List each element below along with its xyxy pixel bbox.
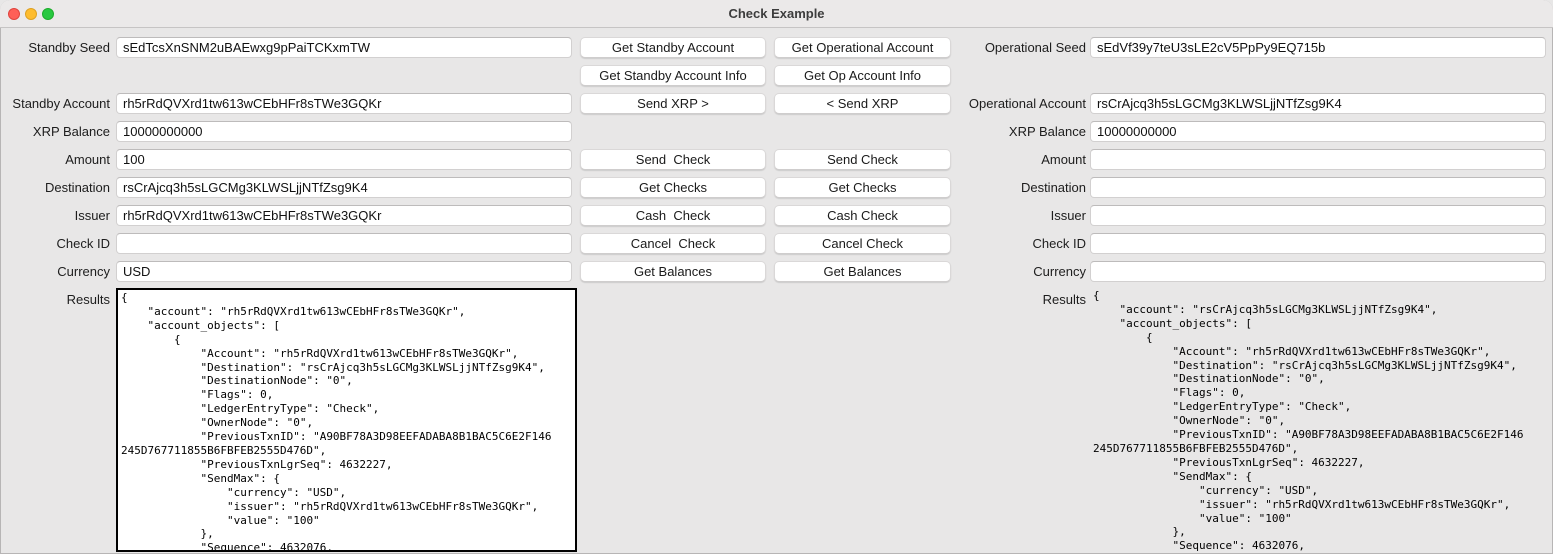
close-button[interactable] xyxy=(8,8,20,20)
standby-xrp-balance-input[interactable] xyxy=(116,121,572,142)
get-operational-account-button[interactable]: Get Operational Account xyxy=(774,37,951,58)
traffic-lights xyxy=(8,8,54,20)
standby-currency-input[interactable] xyxy=(116,261,572,282)
titlebar: Check Example xyxy=(0,0,1553,28)
get-standby-account-info-button[interactable]: Get Standby Account Info xyxy=(580,65,766,86)
operational-get-balances-button[interactable]: Get Balances xyxy=(774,261,951,282)
standby-results-area[interactable]: { "account": "rh5rRdQVXrd1tw613wCEbHFr8s… xyxy=(116,288,577,552)
window-title: Check Example xyxy=(728,6,825,21)
operational-account-label: Operational Account xyxy=(968,96,1086,111)
operational-currency-label: Currency xyxy=(1033,264,1086,279)
operational-cancel-check-button[interactable]: Cancel Check xyxy=(774,233,951,254)
send-xrp-standby-button[interactable]: Send XRP > xyxy=(580,93,766,114)
standby-cash-check-button[interactable]: Cash Check xyxy=(580,205,766,226)
operational-send-check-button[interactable]: Send Check xyxy=(774,149,951,170)
standby-cancel-check-button[interactable]: Cancel Check xyxy=(580,233,766,254)
standby-xrp-balance-label: XRP Balance xyxy=(32,124,110,139)
operational-seed-label: Operational Seed xyxy=(984,40,1086,55)
get-standby-account-button[interactable]: Get Standby Account xyxy=(580,37,766,58)
standby-account-label: Standby Account xyxy=(12,96,110,111)
standby-destination-label: Destination xyxy=(44,180,110,195)
operational-account-input[interactable] xyxy=(1090,93,1546,114)
standby-seed-input[interactable] xyxy=(116,37,572,58)
standby-issuer-input[interactable] xyxy=(116,205,572,226)
standby-seed-label: Standby Seed xyxy=(28,40,110,55)
get-op-account-info-button[interactable]: Get Op Account Info xyxy=(774,65,951,86)
operational-currency-input[interactable] xyxy=(1090,261,1546,282)
standby-results-text: { "account": "rh5rRdQVXrd1tw613wCEbHFr8s… xyxy=(121,291,552,552)
operational-amount-label: Amount xyxy=(1041,152,1086,167)
operational-issuer-input[interactable] xyxy=(1090,205,1546,226)
operational-destination-label: Destination xyxy=(1020,180,1086,195)
operational-amount-input[interactable] xyxy=(1090,149,1546,170)
operational-destination-input[interactable] xyxy=(1090,177,1546,198)
standby-issuer-label: Issuer xyxy=(74,208,110,223)
standby-check-id-input[interactable] xyxy=(116,233,572,254)
standby-get-balances-button[interactable]: Get Balances xyxy=(580,261,766,282)
minimize-button[interactable] xyxy=(25,8,37,20)
operational-check-id-input[interactable] xyxy=(1090,233,1546,254)
standby-check-id-label: Check ID xyxy=(56,236,110,251)
operational-cash-check-button[interactable]: Cash Check xyxy=(774,205,951,226)
maximize-button[interactable] xyxy=(42,8,54,20)
standby-currency-label: Currency xyxy=(57,264,110,279)
operational-results-area[interactable]: { "account": "rsCrAjcq3h5sLGCMg3KLWSLjjN… xyxy=(1093,289,1524,554)
operational-check-id-label: Check ID xyxy=(1032,236,1086,251)
standby-amount-input[interactable] xyxy=(116,149,572,170)
standby-account-input[interactable] xyxy=(116,93,572,114)
standby-results-label: Results xyxy=(66,292,110,307)
operational-xrp-balance-label: XRP Balance xyxy=(1008,124,1086,139)
standby-send-check-button[interactable]: Send Check xyxy=(580,149,766,170)
standby-destination-input[interactable] xyxy=(116,177,572,198)
operational-seed-input[interactable] xyxy=(1090,37,1546,58)
operational-issuer-label: Issuer xyxy=(1050,208,1086,223)
operational-xrp-balance-input[interactable] xyxy=(1090,121,1546,142)
operational-get-checks-button[interactable]: Get Checks xyxy=(774,177,951,198)
standby-amount-label: Amount xyxy=(65,152,110,167)
standby-get-checks-button[interactable]: Get Checks xyxy=(580,177,766,198)
send-xrp-operational-button[interactable]: < Send XRP xyxy=(774,93,951,114)
operational-results-label: Results xyxy=(1042,292,1086,307)
